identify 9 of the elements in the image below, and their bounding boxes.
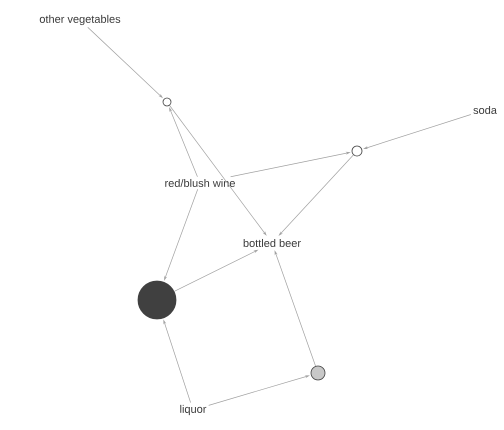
item-label: bottled beer xyxy=(244,238,301,248)
rule-circle xyxy=(310,366,326,380)
rule-circle xyxy=(138,280,176,320)
item-label: liquor xyxy=(180,404,206,416)
item-label: soda xyxy=(473,106,497,114)
item-label: red/blush wine xyxy=(165,178,235,188)
rule-circle xyxy=(162,98,172,106)
item-label: other vegetables xyxy=(40,14,120,26)
rule-circle xyxy=(352,146,362,156)
